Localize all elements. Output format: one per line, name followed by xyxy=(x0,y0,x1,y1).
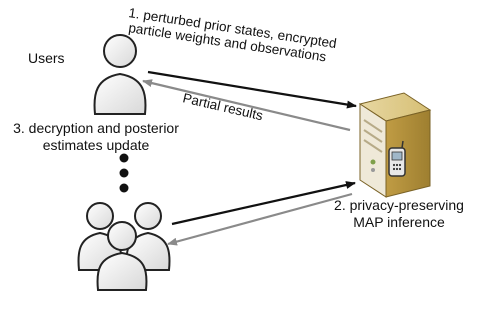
group-person-front xyxy=(96,221,148,291)
mobile-phone-icon xyxy=(388,140,406,177)
step3-label-line1: 3. decryption and posterior xyxy=(13,120,179,136)
ellipsis-dots xyxy=(119,153,129,193)
request-arrow-bottom xyxy=(171,181,356,226)
person-icon xyxy=(93,34,147,115)
partial-results-arrow-top xyxy=(142,79,351,132)
partial-results-label: Partial results xyxy=(181,90,264,123)
server-icon xyxy=(358,92,432,198)
user-group-icon xyxy=(77,202,171,291)
users-label: Users xyxy=(28,50,65,66)
partial-results-arrow-bottom xyxy=(167,192,353,246)
request-arrow-top xyxy=(147,70,357,109)
step2-label-line1: 2. privacy-preserving xyxy=(334,197,464,213)
step2-label-line2: MAP inference xyxy=(353,214,445,230)
step3-label-line2: estimates update xyxy=(43,137,150,153)
